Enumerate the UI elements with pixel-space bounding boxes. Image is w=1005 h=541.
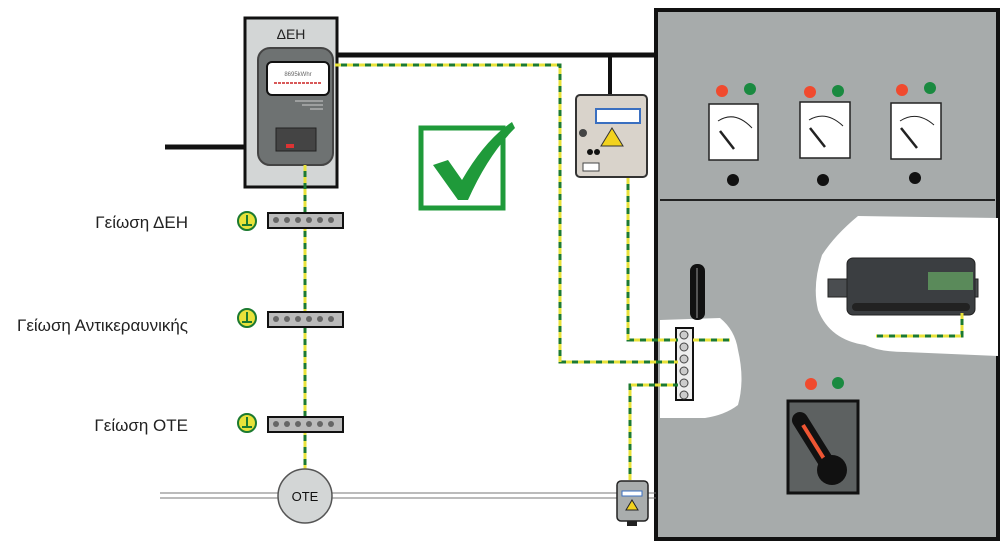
ground-label: Γείωση Αντικεραυνικής <box>17 316 188 335</box>
junction-box <box>575 94 648 178</box>
ground-bar <box>267 311 344 328</box>
meter-box-label: ΔΕΗ <box>277 26 306 42</box>
ground-label: Γείωση ΟΤΕ <box>94 416 188 435</box>
ground-row-lightning: Γείωση Αντικεραυνικής <box>17 308 344 335</box>
panel-meter-3 <box>890 82 942 184</box>
panel-cutout-terminal <box>660 318 742 418</box>
ote-label: ΟΤΕ <box>292 489 319 504</box>
meter-reading: 8695kWhr <box>284 72 311 78</box>
meter-box: ΔΕΗ 8695kWhr <box>243 16 339 189</box>
ground-row-ote: Γείωση ΟΤΕ <box>94 413 344 435</box>
panel-meter-1 <box>708 83 759 186</box>
panel-meters <box>708 82 942 186</box>
telecom-line <box>160 492 656 499</box>
ground-label: Γείωση ΔΕΗ <box>95 213 188 232</box>
switch-led-red <box>805 378 817 390</box>
panel-meter-2 <box>799 85 851 186</box>
switch-led-green <box>832 377 844 389</box>
ote-node <box>277 468 333 524</box>
checkmark-icon <box>418 122 515 211</box>
terminal-strip <box>675 327 694 401</box>
surge-protector-device <box>827 257 979 316</box>
telecom-protector-box <box>616 480 649 526</box>
ground-bar <box>267 416 344 433</box>
ground-row-deh: Γείωση ΔΕΗ <box>95 211 344 232</box>
rotary-switch[interactable] <box>786 399 860 495</box>
ground-bar <box>267 212 344 229</box>
